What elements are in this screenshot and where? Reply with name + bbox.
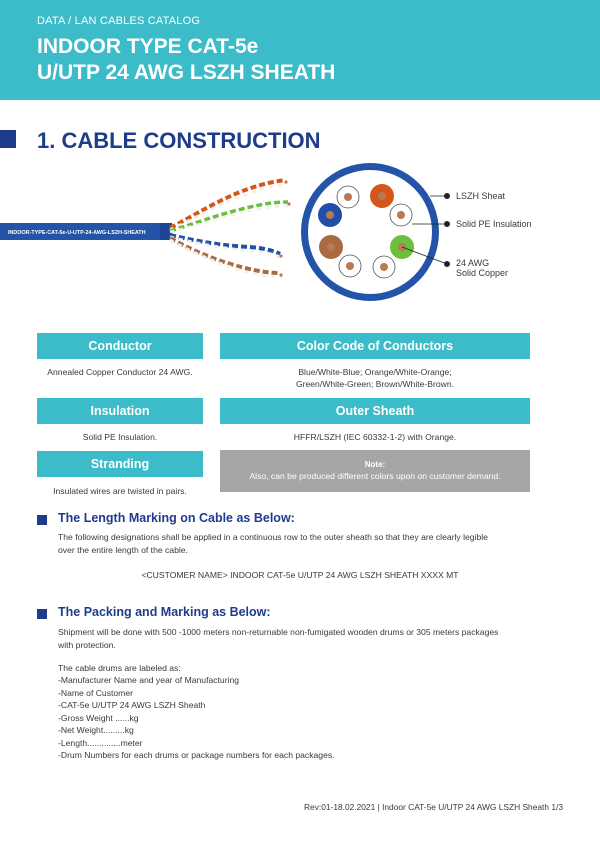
marking-bullet <box>37 515 47 525</box>
cable-construction-diagram: INDOOR-TYPE-CAT-5e-U-UTP-24-AWG-LSZH-SHE… <box>0 163 532 301</box>
conductor-white-brown <box>338 254 362 278</box>
conductor-white-green <box>372 255 396 279</box>
label-list: -Manufacturer Name and year of Manufactu… <box>58 674 538 762</box>
color-code-header: Color Code of Conductors <box>220 333 530 359</box>
insulation-value: Solid PE Insulation. <box>82 432 158 442</box>
section-bullet <box>0 130 16 148</box>
conductor-blue <box>318 203 342 227</box>
color-code-value: Blue/White-Blue; Orange/White-Orange; Gr… <box>295 367 455 389</box>
packing-bullet <box>37 609 47 619</box>
document-title-line2: U/UTP 24 AWG LSZH SHEATH <box>37 61 336 84</box>
list-item: -CAT-5e U/UTP 24 AWG LSZH Sheath <box>58 700 206 710</box>
marking-description: The following designations shall be appl… <box>58 532 488 555</box>
cable-cross-section <box>301 163 439 301</box>
list-item: -Drum Numbers for each drums or package … <box>58 750 335 760</box>
callout-insulation: Solid PE Insulation <box>412 219 532 229</box>
note-box: Note: Also, can be produced different co… <box>220 450 530 492</box>
packing-description: Shipment will be done with 500 -1000 met… <box>58 627 499 650</box>
insulation-header: Insulation <box>37 398 203 424</box>
page-footer: Rev:01-18.02.2021 | Indoor CAT-5e U/UTP … <box>304 802 563 812</box>
marking-example: <CUSTOMER NAME> INDOOR CAT-5e U/UTP 24 A… <box>141 570 459 580</box>
catalog-kicker: DATA / LAN CABLES CATALOG <box>37 15 201 27</box>
conductor-white-orange <box>389 203 413 227</box>
conductor-white-blue <box>336 185 360 209</box>
conductor-brown <box>319 235 343 259</box>
outer-sheath-value: HFFR/LSZH (IEC 60332-1-2) with Orange. <box>293 432 457 442</box>
marking-title: The Length Marking on Cable as Below: <box>58 511 295 525</box>
note-text: Also, can be produced different colors u… <box>249 471 501 481</box>
outer-sheath-header: Outer Sheath <box>220 398 530 424</box>
document-title-line1: INDOOR TYPE CAT-5e <box>37 35 259 58</box>
conductor-value: Annealed Copper Conductor 24 AWG. <box>47 367 193 377</box>
callout-copper: 24 AWG Solid Copper <box>401 246 508 278</box>
note-title: Note: <box>364 460 386 469</box>
header-banner: DATA / LAN CABLES CATALOG INDOOR TYPE CA… <box>0 0 600 100</box>
svg-text:Solid PE Insulation: Solid PE Insulation <box>456 219 532 229</box>
callout-sheath: LSZH Sheat <box>430 191 506 201</box>
svg-text:LSZH Sheat: LSZH Sheat <box>456 191 506 201</box>
list-item: -Net Weight.........kg <box>58 725 134 735</box>
section-title: 1. CABLE CONSTRUCTION <box>37 128 321 153</box>
stranding-value: Insulated wires are twisted in pairs. <box>53 486 187 496</box>
list-item: -Gross Weight ......kg <box>58 712 139 723</box>
packing-title: The Packing and Marking as Below: <box>58 605 271 619</box>
list-item: -Length..............meter <box>58 737 143 748</box>
svg-text:Solid Copper: Solid Copper <box>456 268 508 278</box>
conductor-header: Conductor <box>37 333 203 359</box>
list-item: -Manufacturer Name and year of Manufactu… <box>58 675 240 685</box>
cable-print-label: INDOOR-TYPE-CAT-5e-U-UTP-24-AWG-LSZH-SHE… <box>8 230 146 236</box>
svg-text:24 AWG: 24 AWG <box>456 258 489 268</box>
cable-illustration <box>0 178 291 279</box>
list-item: -Name of Customer <box>58 687 133 698</box>
stranding-header: Stranding <box>37 451 203 477</box>
conductor-orange <box>370 184 394 208</box>
labels-intro: The cable drums are labeled as: <box>58 663 181 673</box>
